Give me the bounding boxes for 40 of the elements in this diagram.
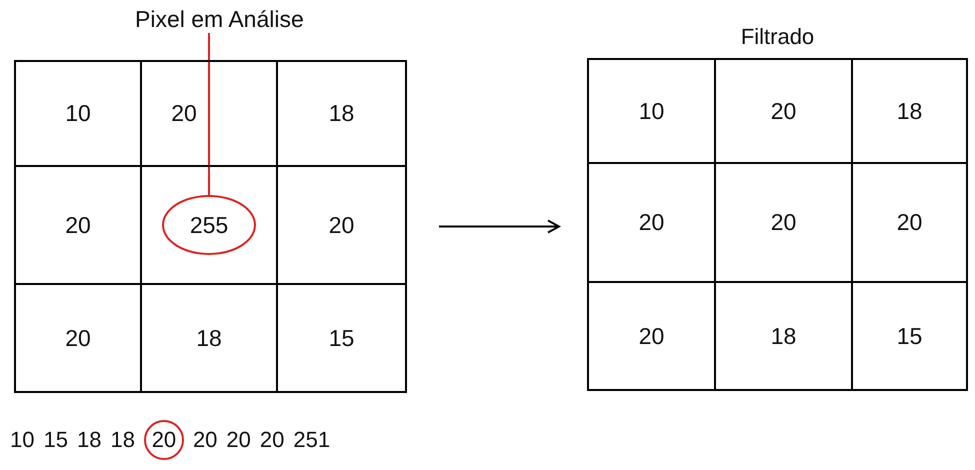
grid-cell [142,167,278,285]
cell-value: 20 [638,209,664,236]
sequence-value: 20 [226,427,251,453]
arrow [439,220,560,234]
grid-cell [716,60,853,164]
cell-value: 18 [896,98,922,124]
cell-value: 18 [770,322,796,350]
cell-value: 20 [770,98,796,124]
grid-cell [142,62,278,167]
cell-value: 10 [65,100,91,127]
cell-value: 20 [65,324,91,352]
cell-value: 10 [638,98,664,124]
sequence-value: 18 [110,427,135,453]
cell-value: 20 [65,212,91,238]
cell-value: 20 [328,212,354,238]
grid-cell [589,60,716,164]
sequence-value: 20 [192,427,218,453]
sequence-value: 20 [260,427,284,453]
grid-cell [589,164,716,283]
cell-value: 20 [171,100,197,127]
cell-value: 20 [896,209,922,236]
cell-value: 15 [896,322,922,350]
leader-line [208,33,210,195]
cell-value: 18 [328,100,354,127]
grid-cell [16,167,142,285]
sequence-value: 10 [10,427,34,453]
cell-value: 15 [328,324,354,352]
callout-label: Pixel em Análise [135,6,304,33]
grid-heading: Filtrado [740,24,816,50]
cell-value: 20 [638,322,664,350]
grid-cell [716,164,853,283]
highlight-circle: 20 [144,420,184,460]
grid-table [14,60,407,393]
sequence-value: 251 [293,427,330,453]
cell-value: 18 [196,324,222,352]
highlight-circle: 255 [162,195,256,255]
sequence-value: 18 [76,427,102,453]
sequence-value: 15 [43,427,68,453]
cell-value: 20 [770,209,796,236]
grid-cell [16,62,142,167]
